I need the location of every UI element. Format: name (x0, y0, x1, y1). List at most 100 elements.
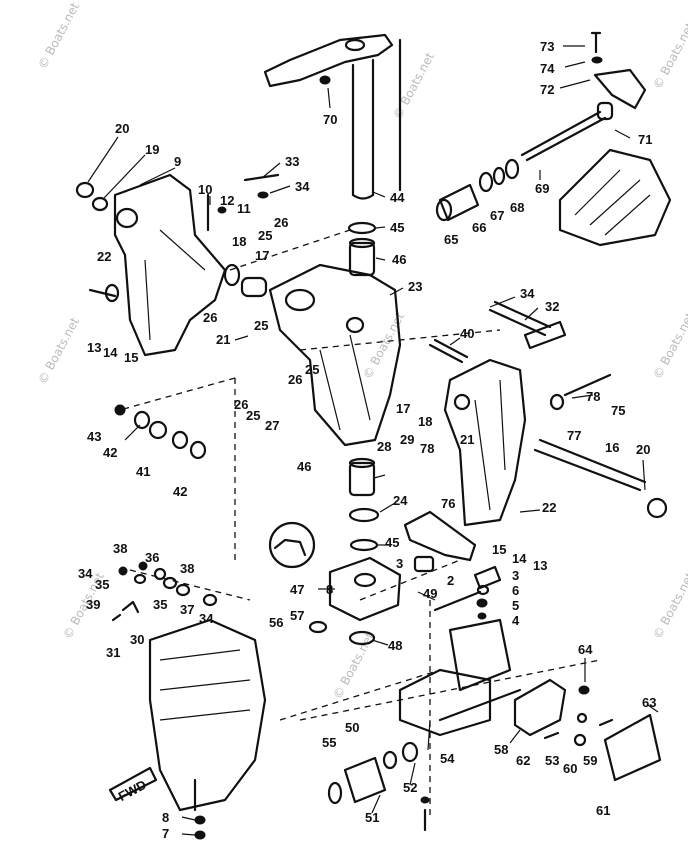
callout-27: 27 (265, 418, 279, 433)
callouts: 73 74 72 71 69 68 67 66 65 70 44 45 46 2… (78, 39, 656, 841)
callout-6: 6 (512, 583, 519, 598)
watermark: © Boats.net (35, 315, 82, 386)
callout-68: 68 (510, 200, 524, 215)
callout-46b: 46 (297, 459, 311, 474)
callout-46: 46 (392, 252, 406, 267)
callout-71: 71 (638, 132, 652, 147)
callout-3b: 3 (512, 568, 519, 583)
callout-78: 78 (420, 441, 434, 456)
detail-inset (268, 521, 316, 569)
callout-61: 61 (596, 803, 610, 818)
callout-51: 51 (365, 810, 379, 825)
callout-25: 25 (258, 228, 272, 243)
callout-39: 39 (86, 597, 100, 612)
bolts-upper (206, 173, 567, 364)
callout-48: 48 (388, 638, 402, 653)
callout-54: 54 (440, 751, 455, 766)
callout-42b: 42 (173, 484, 187, 499)
callout-73: 73 (540, 39, 554, 54)
callout-20: 20 (115, 121, 129, 136)
callout-28: 28 (377, 439, 391, 454)
callout-77: 77 (567, 428, 581, 443)
callout-56: 56 (269, 615, 283, 630)
callout-26c: 26 (288, 372, 302, 387)
callout-32: 32 (545, 299, 559, 314)
callout-12: 12 (220, 193, 234, 208)
callout-33: 33 (285, 154, 299, 169)
callout-25d: 25 (246, 408, 260, 423)
callout-44: 44 (390, 190, 405, 205)
clamp-bracket-left (75, 173, 227, 357)
callout-50: 50 (345, 720, 359, 735)
callout-58: 58 (494, 742, 508, 757)
callout-22b: 22 (542, 500, 556, 515)
fwd-label: FWD (116, 777, 149, 804)
trim-rod (520, 31, 647, 162)
callout-26: 26 (274, 215, 288, 230)
watermark: © Boats.net (650, 20, 688, 91)
steering-arm (263, 33, 402, 200)
mount-bracket-top (558, 148, 672, 247)
callout-4: 4 (512, 613, 520, 628)
callout-35b: 35 (153, 597, 167, 612)
callout-8b: 8 (162, 810, 169, 825)
callout-78b: 78 (586, 389, 600, 404)
callout-10: 10 (198, 182, 212, 197)
callout-45b: 45 (385, 535, 399, 550)
watermark: © Boats.net (650, 570, 688, 641)
callout-49: 49 (423, 586, 437, 601)
callout-72: 72 (540, 82, 554, 97)
callout-17: 17 (255, 248, 269, 263)
callout-24: 24 (393, 493, 408, 508)
callout-9: 9 (174, 154, 181, 169)
lower-unit-outline: FWD (108, 618, 267, 812)
callout-16: 16 (605, 440, 619, 455)
callout-21: 21 (216, 332, 230, 347)
callout-2: 2 (447, 573, 454, 588)
callout-63: 63 (642, 695, 656, 710)
callout-34: 34 (295, 179, 310, 194)
callout-53: 53 (545, 753, 559, 768)
callout-25b: 25 (254, 318, 268, 333)
callout-34c: 34 (78, 566, 93, 581)
trim-sender (513, 678, 662, 782)
callout-22: 22 (97, 249, 111, 264)
callout-62: 62 (516, 753, 530, 768)
callout-67: 67 (490, 208, 504, 223)
watermark: © Boats.net (330, 630, 377, 701)
callout-38b: 38 (180, 561, 194, 576)
callout-29: 29 (400, 432, 414, 447)
callout-31: 31 (106, 645, 120, 660)
bushings-lower (348, 457, 380, 552)
callout-70: 70 (323, 112, 337, 127)
callout-36: 36 (145, 550, 159, 565)
bolts-right (476, 584, 490, 620)
callout-5: 5 (512, 598, 519, 613)
callout-76: 76 (441, 496, 455, 511)
callout-74: 74 (540, 61, 555, 76)
washers-left (88, 263, 268, 303)
trim-block (308, 556, 482, 646)
callout-47: 47 (290, 582, 304, 597)
callout-17b: 17 (396, 401, 410, 416)
callout-66: 66 (472, 220, 486, 235)
bushings-left (114, 404, 207, 460)
callout-15: 15 (124, 350, 138, 365)
callout-34b: 34 (520, 286, 535, 301)
callout-13b: 13 (533, 558, 547, 573)
callout-18: 18 (232, 234, 246, 249)
watermark: © Boats.net (390, 50, 437, 121)
callout-14: 14 (103, 345, 118, 360)
callout-20b: 20 (636, 442, 650, 457)
clamp-bracket-right (443, 358, 668, 527)
bushing-50 (194, 741, 430, 840)
callout-43: 43 (87, 429, 101, 444)
clamp-bracket-lower (403, 510, 502, 590)
bushings-top (347, 221, 377, 277)
callout-69: 69 (535, 181, 549, 196)
callout-7: 7 (162, 826, 169, 841)
swivel-bracket (268, 263, 402, 447)
callout-37: 37 (180, 602, 194, 617)
